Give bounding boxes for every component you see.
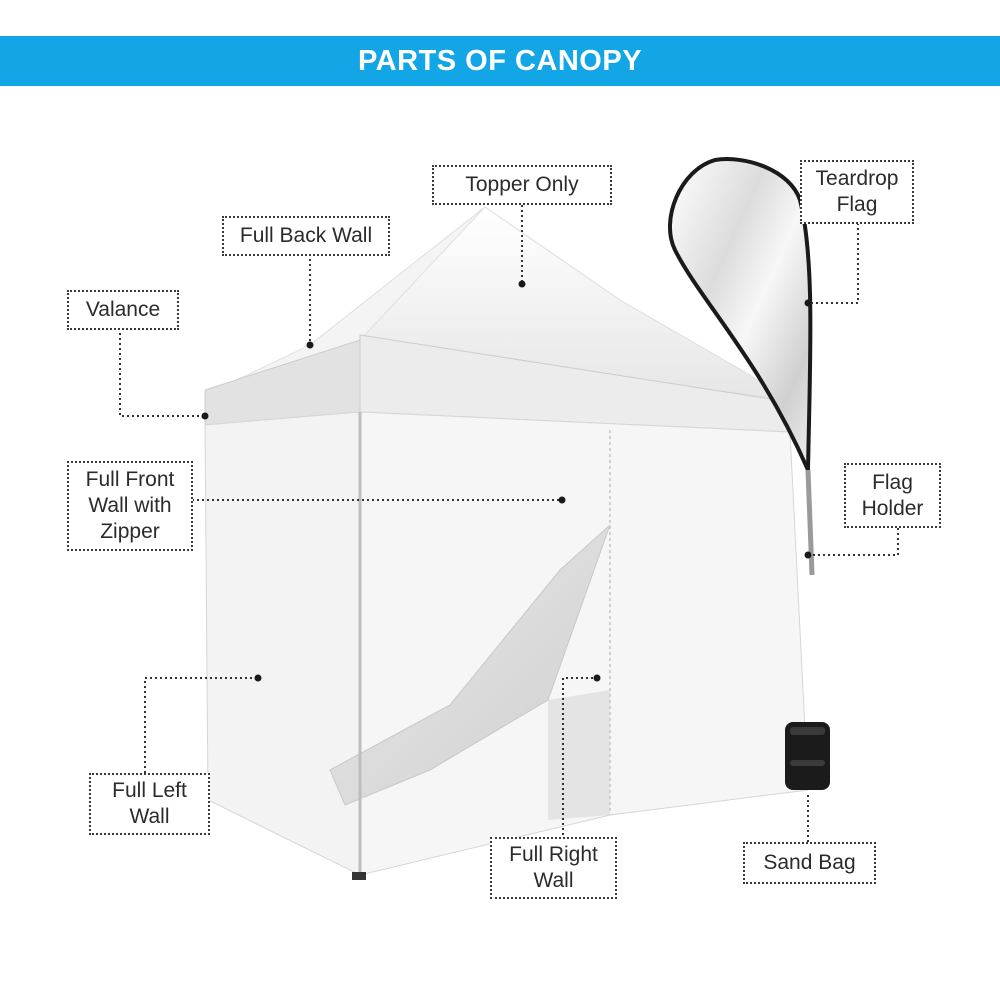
door-opening [548, 690, 610, 820]
label-full-back-wall: Full Back Wall [222, 216, 390, 256]
label-sand-bag: Sand Bag [743, 842, 876, 884]
label-full-left-wall: Full Left Wall [89, 773, 210, 835]
sand-bag [785, 722, 830, 790]
label-topper-only: Topper Only [432, 165, 612, 205]
label-valance: Valance [67, 290, 179, 330]
leader-dots [201, 280, 812, 682]
valance-left [204, 339, 361, 426]
label-teardrop-flag: Teardrop Flag [800, 160, 914, 224]
left-wall [204, 411, 361, 876]
teardrop-flag [668, 157, 813, 471]
label-full-right-wall: Full Right Wall [490, 837, 617, 899]
page-title: PARTS OF CANOPY [357, 44, 643, 77]
header-banner: PARTS OF CANOPY [0, 36, 1000, 86]
label-full-front-wall: Full Front Wall with Zipper [67, 461, 193, 551]
door-flap [329, 524, 611, 806]
label-flag-holder: Flag Holder [844, 463, 941, 528]
leader-lines [119, 205, 899, 845]
